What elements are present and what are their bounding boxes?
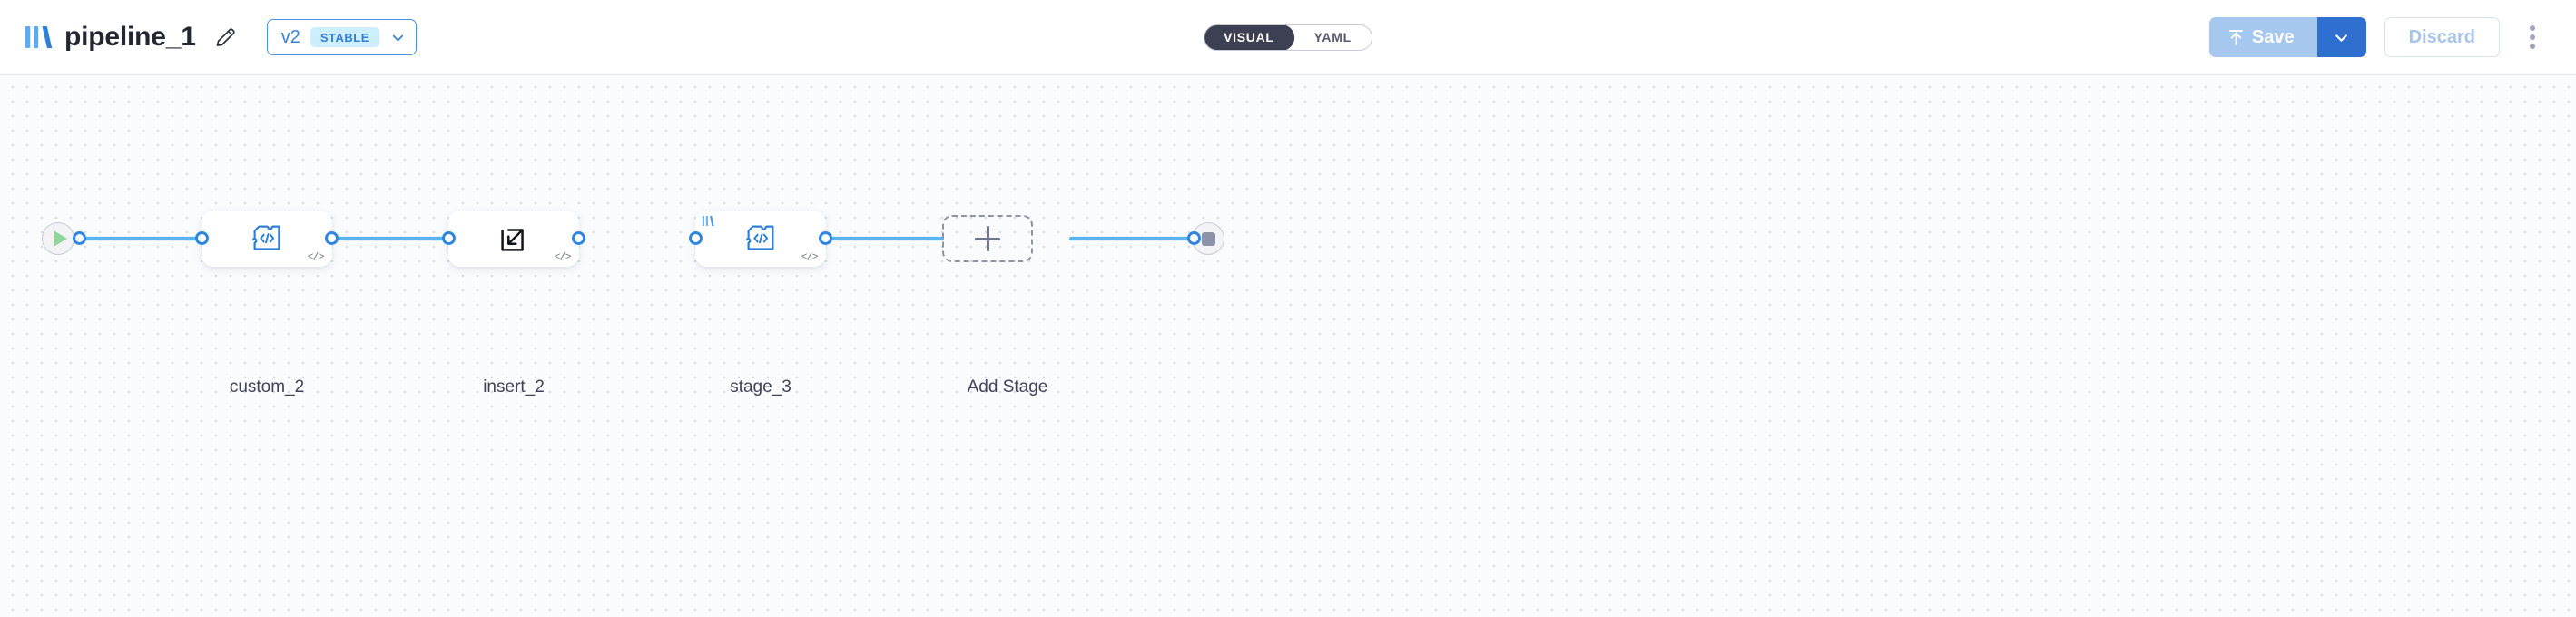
pipeline-bars-logo [702, 216, 714, 226]
toggle-option-visual[interactable]: VISUAL [1204, 24, 1294, 50]
header-left-group: pipeline_1 v2 STABLE [24, 19, 417, 55]
kebab-menu-icon[interactable] [2516, 17, 2549, 57]
kebab-dot [2530, 44, 2535, 49]
stage-node-insert_2[interactable]: </> [448, 211, 579, 267]
header-actions-group: Save Discard [2208, 17, 2549, 57]
play-icon [53, 230, 67, 247]
stage-node-custom_2[interactable]: </> [202, 211, 332, 267]
stage-label-stage_3: stage_3 [730, 377, 791, 397]
save-button[interactable]: Save [2208, 17, 2317, 57]
puzzle-code-icon [252, 225, 280, 250]
plus-icon [975, 226, 1000, 251]
code-badge: </> [801, 252, 819, 263]
save-dropdown-button[interactable] [2316, 17, 2366, 57]
pipeline-bars-logo [25, 26, 53, 48]
pipeline-start-node[interactable] [42, 222, 74, 255]
handle-end-input[interactable] [1187, 231, 1201, 245]
puzzle-code-icon [746, 225, 774, 250]
chevron-down-icon [392, 34, 404, 41]
upload-arrow-icon [2228, 29, 2243, 45]
stage-label-insert_2: insert_2 [483, 377, 545, 397]
handle-insert2-output[interactable] [572, 231, 585, 245]
handle-custom2-output[interactable] [325, 231, 339, 245]
handle-insert2-input[interactable] [442, 231, 456, 245]
view-mode-toggle[interactable]: VISUAL YAML [1204, 24, 1372, 51]
insert-arrow-icon [501, 229, 524, 251]
discard-button[interactable]: Discard [2384, 17, 2500, 57]
pencil-icon[interactable] [214, 25, 238, 49]
add-stage-label: Add Stage [967, 377, 1048, 397]
handle-stage3-output[interactable] [819, 231, 832, 245]
kebab-dot [2530, 25, 2535, 31]
page-title: pipeline_1 [64, 22, 196, 52]
save-button-group[interactable]: Save [2208, 17, 2366, 57]
handle-start-output[interactable] [73, 231, 86, 245]
pipeline-graph: </> custom_2 </> insert_2 [0, 75, 2576, 617]
save-button-label: Save [2251, 26, 2295, 47]
stop-icon [1201, 231, 1215, 246]
kebab-dot [2530, 34, 2535, 40]
stage-label-custom_2: custom_2 [229, 377, 305, 397]
stage-node-stage_3[interactable]: </> [695, 211, 826, 267]
chevron-down-icon [2335, 34, 2347, 42]
toggle-option-yaml[interactable]: YAML [1313, 30, 1352, 44]
app-header: pipeline_1 v2 STABLE VISUAL YAML [0, 0, 2576, 75]
handle-custom2-input[interactable] [195, 231, 209, 245]
add-stage-button[interactable] [942, 215, 1033, 262]
handle-stage3-input[interactable] [689, 231, 703, 245]
version-selector[interactable]: v2 STABLE [266, 19, 417, 55]
pipeline-canvas[interactable]: </> custom_2 </> insert_2 [0, 75, 2576, 617]
pipeline-edges [84, 236, 1196, 241]
version-label: v2 [280, 26, 300, 47]
status-badge: STABLE [310, 27, 379, 47]
code-badge: </> [554, 252, 572, 263]
code-badge: </> [307, 252, 325, 263]
